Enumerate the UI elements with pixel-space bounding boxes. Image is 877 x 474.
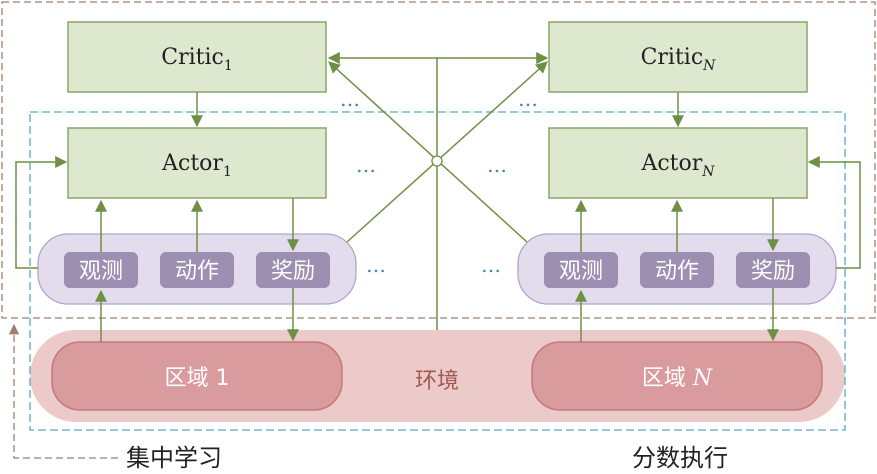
crossing-node xyxy=(431,155,443,167)
region-n-label: 区域 N xyxy=(642,366,713,391)
ellipsis-group-right: … xyxy=(481,253,501,277)
action-1-label: 动作 xyxy=(175,259,219,284)
legend-distributed-label: 分数执行 xyxy=(632,444,728,472)
ellipsis-critic-left: … xyxy=(340,87,360,111)
critic-n-box xyxy=(548,21,808,93)
reward-n-label: 奖励 xyxy=(751,259,795,284)
ellipsis-group-left: … xyxy=(366,253,386,277)
arrow-group1-criticn xyxy=(346,61,548,243)
observe-1-label: 观测 xyxy=(79,259,123,284)
observe-tag-n-bg xyxy=(544,252,618,288)
feedback-loop-1 xyxy=(15,156,68,269)
action-n-label: 动作 xyxy=(655,259,699,284)
region-1-box xyxy=(51,341,343,411)
reward-1-label: 奖励 xyxy=(271,259,315,284)
actor-1-box xyxy=(67,127,327,199)
region-n-box xyxy=(531,341,823,411)
arrow-groupn-critic1 xyxy=(328,61,528,243)
distributed-execution-border xyxy=(29,111,846,431)
ellipsis-actor-left: … xyxy=(356,153,376,177)
critic-1-label: Critic1 xyxy=(161,45,233,74)
centralized-legend-connector xyxy=(8,323,118,459)
actor-n-label: ActorN xyxy=(640,151,715,180)
legend-centralized-label: 集中学习 xyxy=(126,444,222,472)
ellipsis-critic-right: … xyxy=(518,87,538,111)
actor-n-box xyxy=(548,127,808,199)
observe-tag-1-bg xyxy=(64,252,138,288)
ellipsis-actor-right: … xyxy=(487,153,507,177)
action-tag-1-bg xyxy=(160,252,234,288)
feedback-loop-n xyxy=(807,156,861,269)
critic-n-label: CriticN xyxy=(641,45,717,74)
reward-tag-n-bg xyxy=(736,252,810,288)
environment-label: 环境 xyxy=(415,369,459,394)
reward-tag-1-bg xyxy=(256,252,330,288)
region-1-label: 区域 1 xyxy=(165,366,230,391)
actor-1-label: Actor1 xyxy=(161,151,232,180)
observe-n-label: 观测 xyxy=(559,259,603,284)
critic-1-box xyxy=(67,21,327,93)
action-tag-n-bg xyxy=(640,252,714,288)
